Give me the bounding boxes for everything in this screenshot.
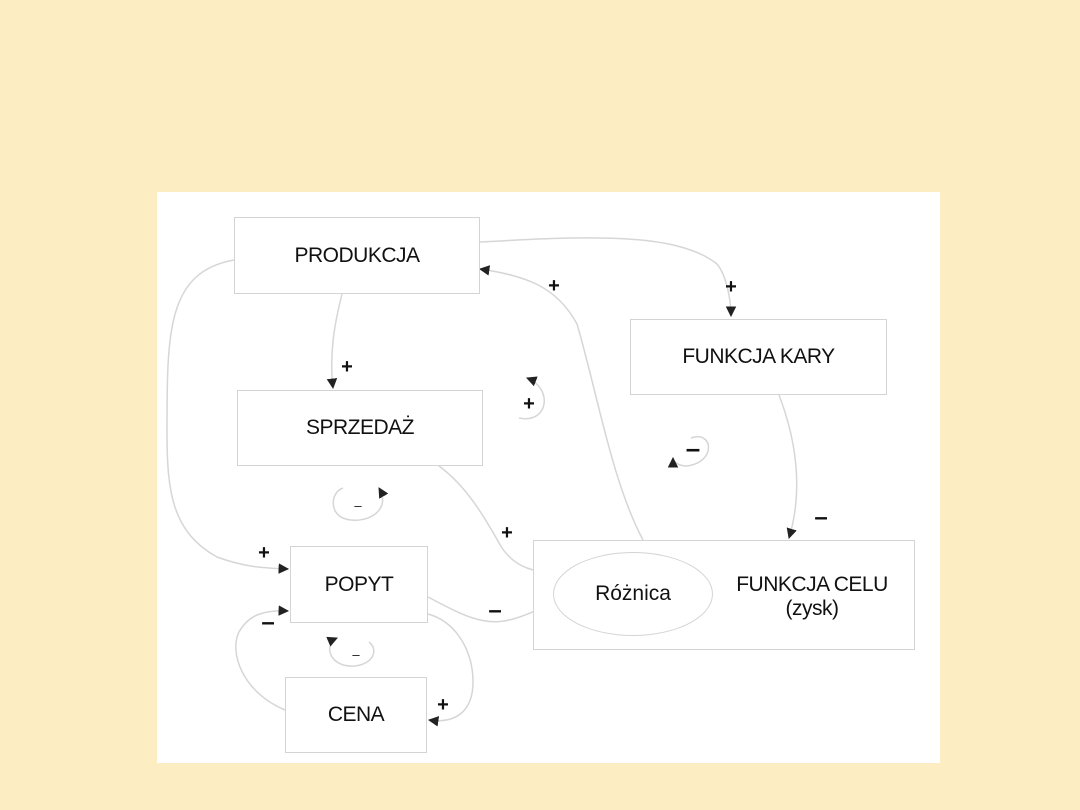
sign-loop-minus-popyt: –	[352, 647, 360, 662]
sign-popyt-cena: +	[437, 694, 449, 716]
link-popyt-to-cena	[427, 613, 474, 727]
link-cena-to-popyt	[235, 605, 290, 711]
sign-roznica-produkcja: +	[548, 275, 560, 297]
link-produkcja-to-popyt	[166, 259, 290, 574]
loop-plus-arc	[518, 376, 545, 420]
node-funkcja-celu-text: FUNKCJA CELU (zysk)	[712, 573, 912, 621]
node-sprzedaz-label: SPRZEDAŻ	[305, 416, 415, 439]
node-popyt-label: POPYT	[324, 572, 394, 596]
sign-kary-cel: –	[814, 504, 827, 531]
sign-sprzedaz-roznica: +	[501, 522, 513, 544]
sign-loop-minus-sprzedaz: –	[354, 498, 362, 513]
node-funkcja-celu-line2: (zysk)	[785, 597, 840, 620]
node-roznica-label: Różnica	[595, 582, 671, 605]
sign-popyt-roznica: –	[488, 597, 501, 624]
link-produkcja-to-kary	[479, 237, 737, 318]
node-produkcja: PRODUKCJA	[234, 217, 480, 294]
sign-produkcja-popyt: +	[258, 542, 270, 564]
link-produkcja-to-sprzedaz	[326, 293, 343, 390]
sign-loop-plus: +	[523, 393, 535, 415]
links-layer: + + + + – – – + + – – – +	[166, 237, 828, 727]
node-cena: CENA	[285, 677, 427, 753]
link-roznica-to-produkcja	[478, 265, 644, 541]
loop-minus-arc-right	[667, 435, 710, 468]
loop-minus-arc-sprzedaz	[332, 487, 389, 522]
diagram-panel: + + + + – – – + + – – – + PRODUKCJA SPRZ…	[157, 192, 940, 763]
node-funkcja-kary: FUNKCJA KARY	[630, 319, 887, 395]
sign-cena-popyt: –	[261, 609, 274, 636]
node-sprzedaz: SPRZEDAŻ	[237, 390, 483, 466]
node-funkcja-kary-label: FUNKCJA KARY	[682, 345, 835, 368]
sign-produkcja-kary: +	[725, 276, 737, 298]
sign-produkcja-sprzedaz: +	[341, 356, 353, 378]
node-funkcja-celu-line1: FUNKCJA CELU	[736, 573, 888, 596]
node-roznica: Różnica	[553, 552, 713, 636]
loop-minus-arc-popyt	[326, 636, 375, 667]
node-cena-label: CENA	[327, 703, 385, 726]
sign-loop-minus-right: –	[686, 433, 700, 463]
node-popyt: POPYT	[290, 546, 428, 623]
node-produkcja-label: PRODUKCJA	[294, 243, 420, 267]
link-kary-to-cel	[778, 394, 798, 540]
